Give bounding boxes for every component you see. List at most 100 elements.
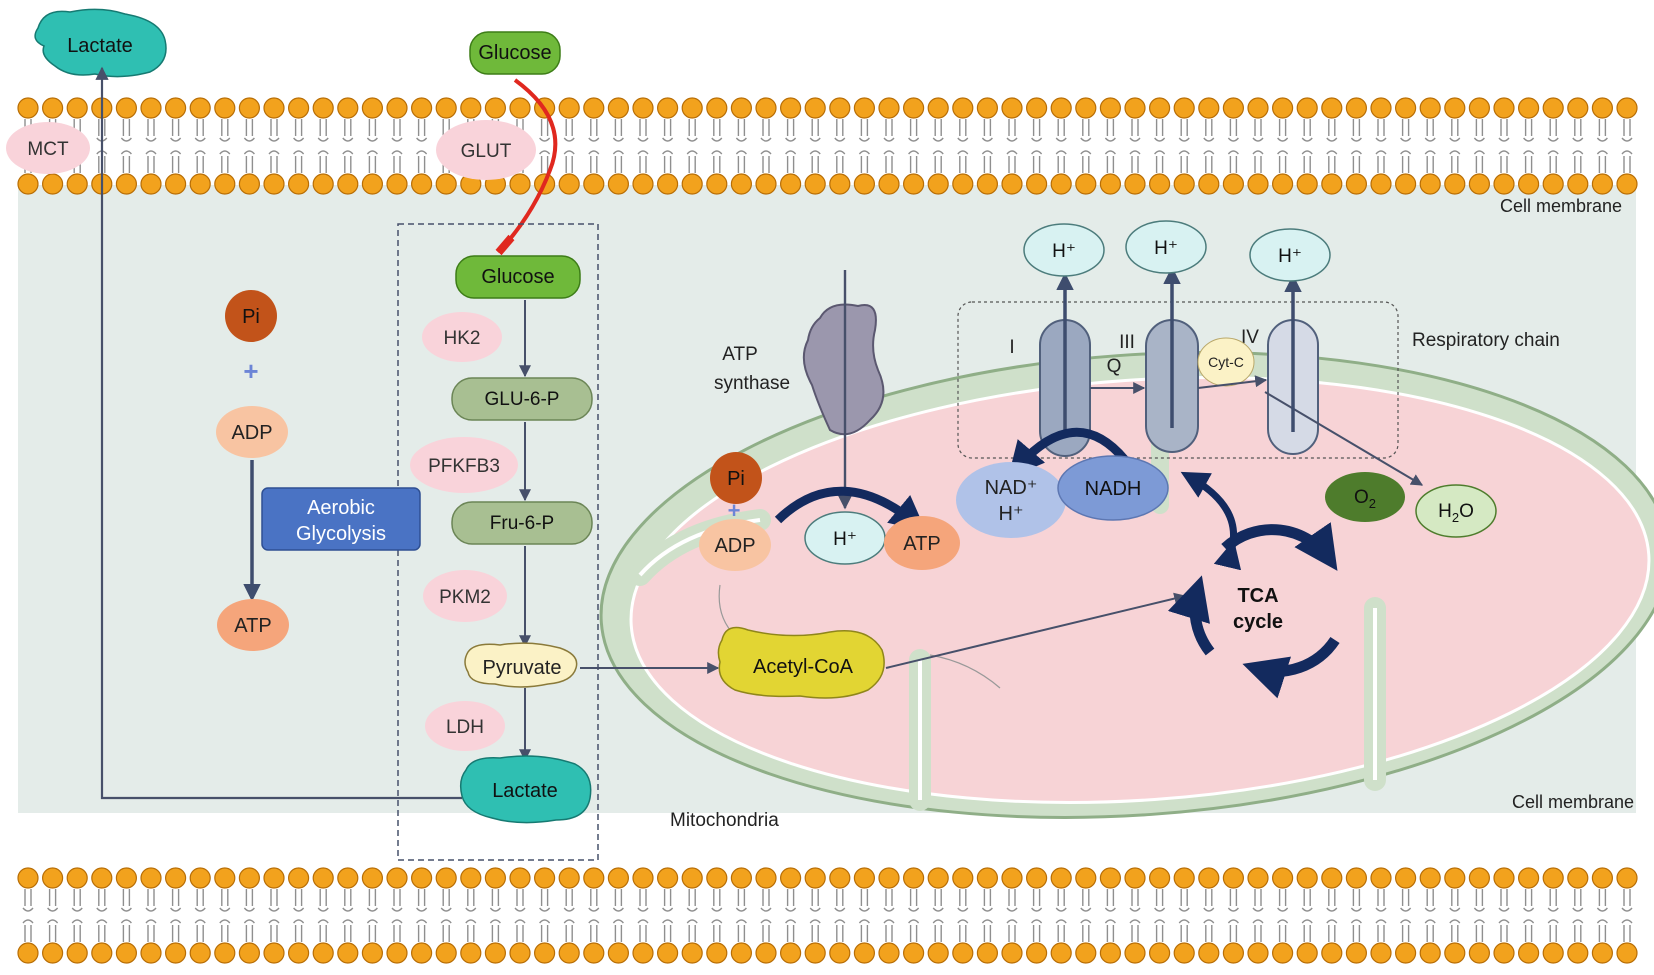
lipid-head (927, 942, 949, 964)
lipid-tail (1326, 119, 1338, 142)
lipid-head (411, 942, 433, 964)
lipid-tail (932, 889, 944, 912)
lipid-tail (194, 119, 206, 142)
lipid-head (730, 173, 753, 195)
lipid-tail (1424, 889, 1436, 912)
lipid-head (1468, 867, 1491, 889)
lipid-tail (637, 150, 649, 173)
lipid-head (165, 867, 187, 889)
lipid-head (902, 173, 925, 195)
lipid-head (337, 867, 359, 889)
lipid-tail (957, 889, 969, 912)
lipid-tail (662, 119, 674, 142)
lipid-tail (1178, 150, 1190, 173)
lipid-tail (194, 889, 206, 912)
lipid-tail (612, 919, 624, 942)
lipid-tail (1473, 919, 1485, 942)
lipid-head (1148, 867, 1171, 889)
lipid-tail (1006, 919, 1018, 942)
lipid-tail (317, 119, 329, 142)
lipid-tail (1031, 919, 1043, 942)
lipid-tail (243, 119, 255, 142)
lipid-head (386, 173, 408, 195)
lipid-tail (1178, 889, 1190, 912)
lipid-head (1271, 942, 1294, 964)
lipid-head (1345, 173, 1368, 195)
lipid-head (1591, 867, 1614, 889)
glucose-extracellular: Glucose (469, 31, 561, 75)
lipid-tail (1350, 119, 1362, 142)
lipid-head (558, 867, 580, 889)
lipid-head (853, 97, 876, 119)
lipid-tail (785, 150, 797, 173)
lipid-tail (465, 919, 477, 942)
lipid-tail (957, 119, 969, 142)
lipid-head (927, 867, 949, 889)
adp-left-label: ADP (231, 422, 272, 444)
lipid-head (533, 867, 556, 889)
lipid-head (1370, 173, 1392, 195)
lipid-head (878, 942, 900, 964)
lipid-tail (1621, 119, 1633, 142)
lipid-tail (1498, 919, 1510, 942)
lipid-head (1173, 867, 1195, 889)
lipid-head (238, 97, 260, 119)
adp-mito-label: ADP (714, 535, 755, 557)
lipid-head (386, 867, 408, 889)
pfkfb3-label: PFKFB3 (428, 456, 500, 477)
lipid-head (1296, 867, 1318, 889)
lipid-head (804, 942, 826, 964)
lipid-tail (120, 889, 132, 912)
complex-i-label: I (1009, 337, 1014, 358)
lipid-tail (908, 150, 920, 173)
lipid-head (632, 942, 654, 964)
lipid-tail (170, 919, 182, 942)
lipid-head (288, 942, 310, 964)
lipid-head (607, 97, 630, 119)
lipid-head (1321, 173, 1343, 195)
pi-mito-label: Pi (727, 468, 745, 490)
lipid-tail (440, 889, 452, 912)
lipid-tail (686, 919, 698, 942)
lipid-head (17, 942, 39, 964)
lipid-head (1616, 173, 1638, 195)
lipid-head (607, 942, 630, 964)
lipid-head (779, 97, 802, 119)
lipid-head (1001, 173, 1023, 195)
lipid-tail (1350, 150, 1362, 173)
lipid-tail (96, 919, 108, 942)
lipid-tail (1449, 119, 1461, 142)
lipid-head (706, 942, 728, 964)
lipid-head (976, 173, 999, 195)
lipid-head (1493, 173, 1515, 195)
lipid-head (1493, 97, 1515, 119)
lipid-head (1247, 173, 1269, 195)
lipid-tail (145, 150, 157, 173)
lipid-tail (809, 889, 821, 912)
lipid-tail (1055, 150, 1067, 173)
tca-arrow-3 (1167, 575, 1215, 656)
lipid-tail (1547, 889, 1559, 912)
lipid-tail (1424, 919, 1436, 942)
lipid-head (583, 867, 605, 889)
lipid-head (1345, 867, 1368, 889)
lipid-head (1567, 942, 1589, 964)
lipid-head (140, 942, 162, 964)
lipid-tail (932, 919, 944, 942)
lipid-head (779, 942, 802, 964)
lipid-tail (834, 919, 846, 942)
lipid-head (656, 867, 679, 889)
lipid-tail (1080, 150, 1092, 173)
lipid-head (1616, 97, 1638, 119)
lipid-head (435, 867, 457, 889)
lipid-tail (957, 150, 969, 173)
lipid-tail (883, 150, 895, 173)
pkm2-label: PKM2 (439, 587, 491, 608)
proton-i-label: H⁺ (1052, 241, 1076, 262)
lipid-tail (1547, 150, 1559, 173)
lipid-tail (711, 150, 723, 173)
lipid-head (1025, 942, 1048, 964)
lipid-head (115, 173, 138, 195)
lipid-head (976, 867, 999, 889)
